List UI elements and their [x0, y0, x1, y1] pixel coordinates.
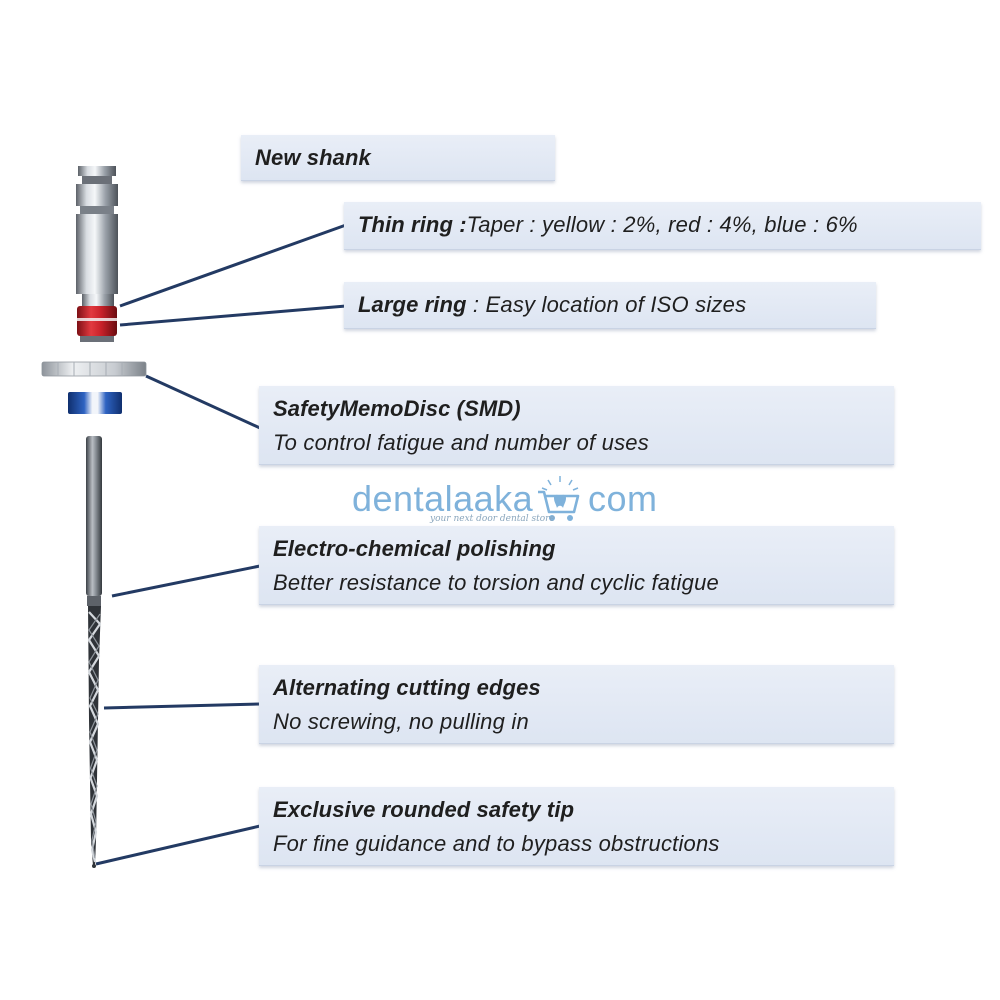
label-new-shank: New shank — [241, 135, 555, 181]
label-large-ring-title: Large ring — [358, 292, 467, 317]
label-safety-tip-title: Exclusive rounded safety tip — [273, 797, 575, 822]
label-polishing-title: Electro-chemical polishing — [273, 536, 556, 561]
watermark-brand-right: com — [588, 478, 658, 519]
label-smd: SafetyMemoDisc (SMD) To control fatigue … — [259, 386, 894, 465]
label-large-ring-desc: : Easy location of ISO sizes — [466, 292, 747, 317]
file-shaft — [86, 436, 102, 606]
red-ring — [77, 306, 117, 342]
blue-stopper — [68, 392, 122, 414]
label-thin-ring-title: Thin ring : — [358, 212, 467, 237]
watermark-logo: dentalaaka com your next door dental sto… — [352, 474, 657, 530]
label-smd-desc: To control fatigue and number of uses — [273, 430, 649, 455]
label-smd-title: SafetyMemoDisc (SMD) — [273, 396, 521, 421]
label-safety-tip: Exclusive rounded safety tip For fine gu… — [259, 787, 894, 866]
label-large-ring: Large ring : Easy location of ISO sizes — [344, 282, 876, 329]
label-new-shank-title: New shank — [255, 145, 371, 170]
label-thin-ring-desc: Taper : yellow : 2%, red : 4%, blue : 6% — [466, 212, 858, 237]
label-polishing-desc: Better resistance to torsion and cyclic … — [273, 570, 719, 595]
label-cutting-edges: Alternating cutting edges No screwing, n… — [259, 665, 894, 744]
label-polishing: Electro-chemical polishing Better resist… — [259, 526, 894, 605]
label-cutting-edges-title: Alternating cutting edges — [273, 675, 541, 700]
shank — [76, 166, 118, 306]
cutting-section — [87, 606, 102, 868]
label-thin-ring: Thin ring :Taper : yellow : 2%, red : 4%… — [344, 202, 981, 250]
safety-memo-disc — [41, 361, 147, 377]
watermark-brand-left: dentalaaka — [352, 478, 534, 519]
label-cutting-edges-desc: No screwing, no pulling in — [273, 709, 529, 734]
shopping-cart-tooth-icon — [538, 476, 580, 521]
watermark-tagline: your next door dental store — [430, 514, 555, 524]
label-safety-tip-desc: For fine guidance and to bypass obstruct… — [273, 831, 720, 856]
